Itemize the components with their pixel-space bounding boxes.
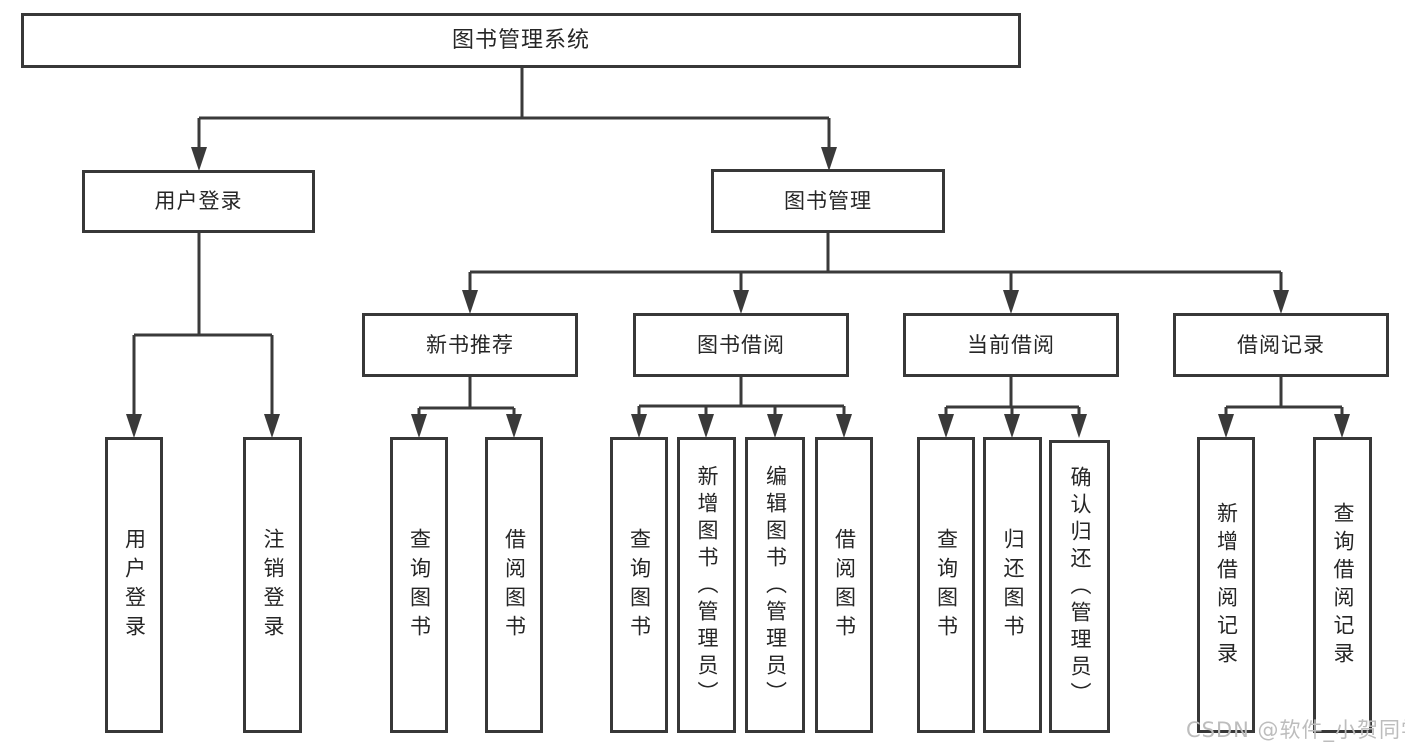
arrowhead-icon bbox=[506, 414, 522, 438]
arrowhead-icon bbox=[1004, 414, 1020, 438]
arrowhead-icon bbox=[126, 414, 142, 438]
arrowhead-icon bbox=[767, 414, 783, 438]
leaf-user-login: 用户登录 bbox=[105, 437, 163, 733]
arrowhead-icon bbox=[631, 414, 647, 438]
node-user-login: 用户登录 bbox=[82, 170, 315, 233]
leaf-borrow-books-recommend: 借阅图书 bbox=[485, 437, 543, 733]
node-borrow-records: 借阅记录 bbox=[1173, 313, 1389, 377]
leaf-add-books-admin: 新增图书（管理员） bbox=[677, 437, 736, 733]
arrowhead-icon bbox=[698, 414, 714, 438]
connector-path bbox=[132, 68, 1344, 417]
arrowhead-icon bbox=[821, 147, 837, 171]
node-book-management: 图书管理 bbox=[711, 169, 945, 233]
node-new-book-recommend: 新书推荐 bbox=[362, 313, 578, 377]
node-library-system: 图书管理系统 bbox=[21, 13, 1021, 68]
arrowhead-icon bbox=[462, 290, 478, 314]
leaf-return-books: 归还图书 bbox=[983, 437, 1042, 733]
node-book-borrowing: 图书借阅 bbox=[633, 313, 849, 377]
arrowhead-icon bbox=[836, 414, 852, 438]
arrowhead-icon bbox=[1003, 290, 1019, 314]
leaf-query-books-recommend: 查询图书 bbox=[390, 437, 448, 733]
arrowhead-icon bbox=[1334, 414, 1350, 438]
leaf-query-books-current: 查询图书 bbox=[917, 437, 975, 733]
leaf-borrow-books: 借阅图书 bbox=[815, 437, 873, 733]
leaf-edit-books-admin: 编辑图书（管理员） bbox=[745, 437, 805, 733]
leaf-query-borrow-record: 查询借阅记录 bbox=[1313, 437, 1372, 733]
arrowhead-icon bbox=[938, 414, 954, 438]
leaf-query-books-borrow: 查询图书 bbox=[610, 437, 668, 733]
leaf-logout: 注销登录 bbox=[243, 437, 302, 733]
arrowhead-icon bbox=[733, 290, 749, 314]
csdn-watermark: CSDN @软件_小贺同学 bbox=[1186, 718, 1405, 742]
leaf-add-borrow-record: 新增借阅记录 bbox=[1197, 437, 1255, 733]
arrowhead-icon bbox=[1273, 290, 1289, 314]
node-current-borrowing: 当前借阅 bbox=[903, 313, 1119, 377]
leaf-confirm-return-admin: 确认归还（管理员） bbox=[1049, 440, 1110, 733]
arrowhead-icon bbox=[411, 414, 427, 438]
arrowhead-icon bbox=[191, 147, 207, 171]
arrowhead-icon bbox=[264, 414, 280, 438]
arrowhead-icon bbox=[1071, 414, 1087, 438]
arrowhead-icon bbox=[1218, 414, 1234, 438]
